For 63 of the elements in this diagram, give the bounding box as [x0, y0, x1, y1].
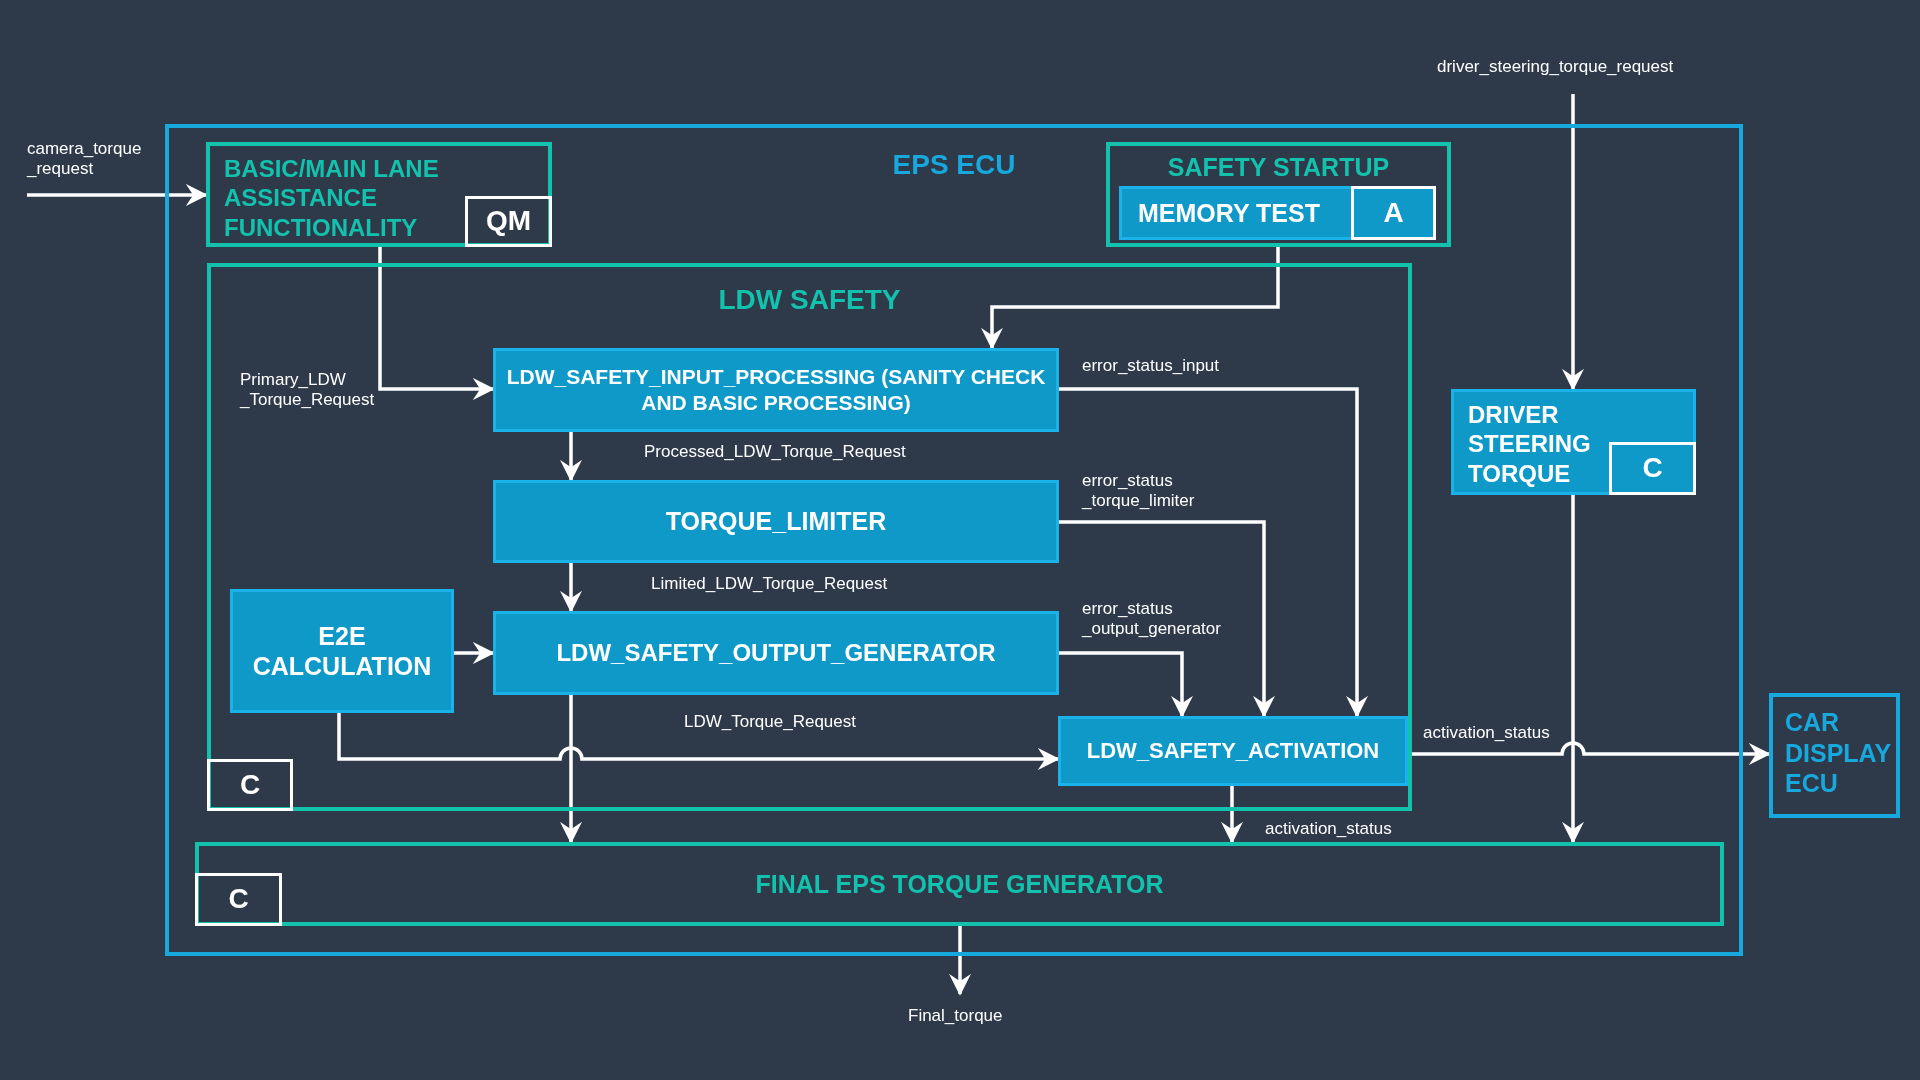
group-box [195, 842, 1724, 926]
arrow [378, 247, 495, 400]
arrow [1562, 94, 1584, 391]
arrow [1059, 387, 1368, 718]
block-label: LDW_SAFETY_INPUT_PROCESSING (SANITY CHECK AND BASIC PROCESSING) [505, 364, 1047, 416]
edge-label: error_status_input [1082, 356, 1220, 377]
group-box [206, 142, 552, 247]
process-box [493, 611, 1059, 695]
process-box [493, 480, 1059, 563]
edge-label: error_status _output_generator [1082, 599, 1222, 640]
edge-label: activation_status [1265, 819, 1392, 840]
block-label: MEMORY TEST [1138, 197, 1320, 229]
arrow [1059, 520, 1275, 718]
block-label: LDW SAFETY [718, 283, 901, 317]
asil-label: C [1642, 451, 1663, 486]
edge-label: Primary_LDW _Torque_Request [240, 370, 376, 411]
process-box [1058, 716, 1408, 786]
edge-label: driver_steering_torque_request [1437, 57, 1674, 78]
arrow [454, 642, 495, 664]
block-label: FINAL EPS TORQUE GENERATOR [755, 868, 1164, 900]
asil-tag [1609, 442, 1696, 495]
process-box [1119, 186, 1436, 240]
block-label: LDW_SAFETY_OUTPUT_GENERATOR [556, 638, 996, 668]
arrow [1562, 495, 1584, 844]
edge-label: LDW_Torque_Request [684, 712, 856, 733]
block-label: E2E CALCULATION [251, 620, 433, 682]
edge-label: camera_torque _request [27, 139, 143, 180]
edge-label: error_status _torque_limiter [1082, 471, 1196, 512]
block-label: CAR DISPLAY ECU [1785, 707, 1892, 799]
arrow [560, 695, 582, 844]
block-label: EPS ECU [892, 148, 1016, 182]
asil-tag [207, 759, 293, 811]
arrow [949, 926, 971, 996]
edge-label: Final_torque [908, 1006, 1003, 1027]
asil-tag [1351, 186, 1436, 240]
asil-label: A [1383, 195, 1404, 230]
arrow [560, 432, 582, 482]
asil-label: C [239, 767, 261, 802]
process-box [1451, 389, 1696, 495]
group-box [1106, 142, 1451, 247]
arrow [1221, 786, 1243, 844]
group-box [207, 263, 1412, 811]
edge-label: Processed_LDW_Torque_Request [644, 442, 906, 463]
block-label: TORQUE_LIMITER [665, 506, 887, 537]
asil-tag [465, 196, 552, 247]
arrow [337, 713, 1060, 770]
block-label: BASIC/MAIN LANE ASSISTANCE FUNCTIONALITY [224, 154, 440, 242]
arrow [981, 247, 1280, 350]
asil-label: QM [485, 204, 532, 239]
asil-label: C [228, 882, 249, 917]
ecu-box [1769, 693, 1900, 818]
process-box [493, 348, 1059, 432]
process-box [230, 589, 454, 713]
arrow [27, 184, 208, 206]
arrow [560, 563, 582, 613]
edge-label: Limited_LDW_Torque_Request [651, 574, 888, 595]
arrow [1059, 651, 1193, 718]
block-label: SAFETY STARTUP [1167, 152, 1390, 183]
block-label: DRIVER STEERING TORQUE [1468, 400, 1592, 488]
edge-label: activation_status [1423, 723, 1550, 744]
ecu-boundary [165, 124, 1743, 956]
block-label: LDW_SAFETY_ACTIVATION [1086, 737, 1380, 765]
asil-tag [195, 873, 282, 926]
